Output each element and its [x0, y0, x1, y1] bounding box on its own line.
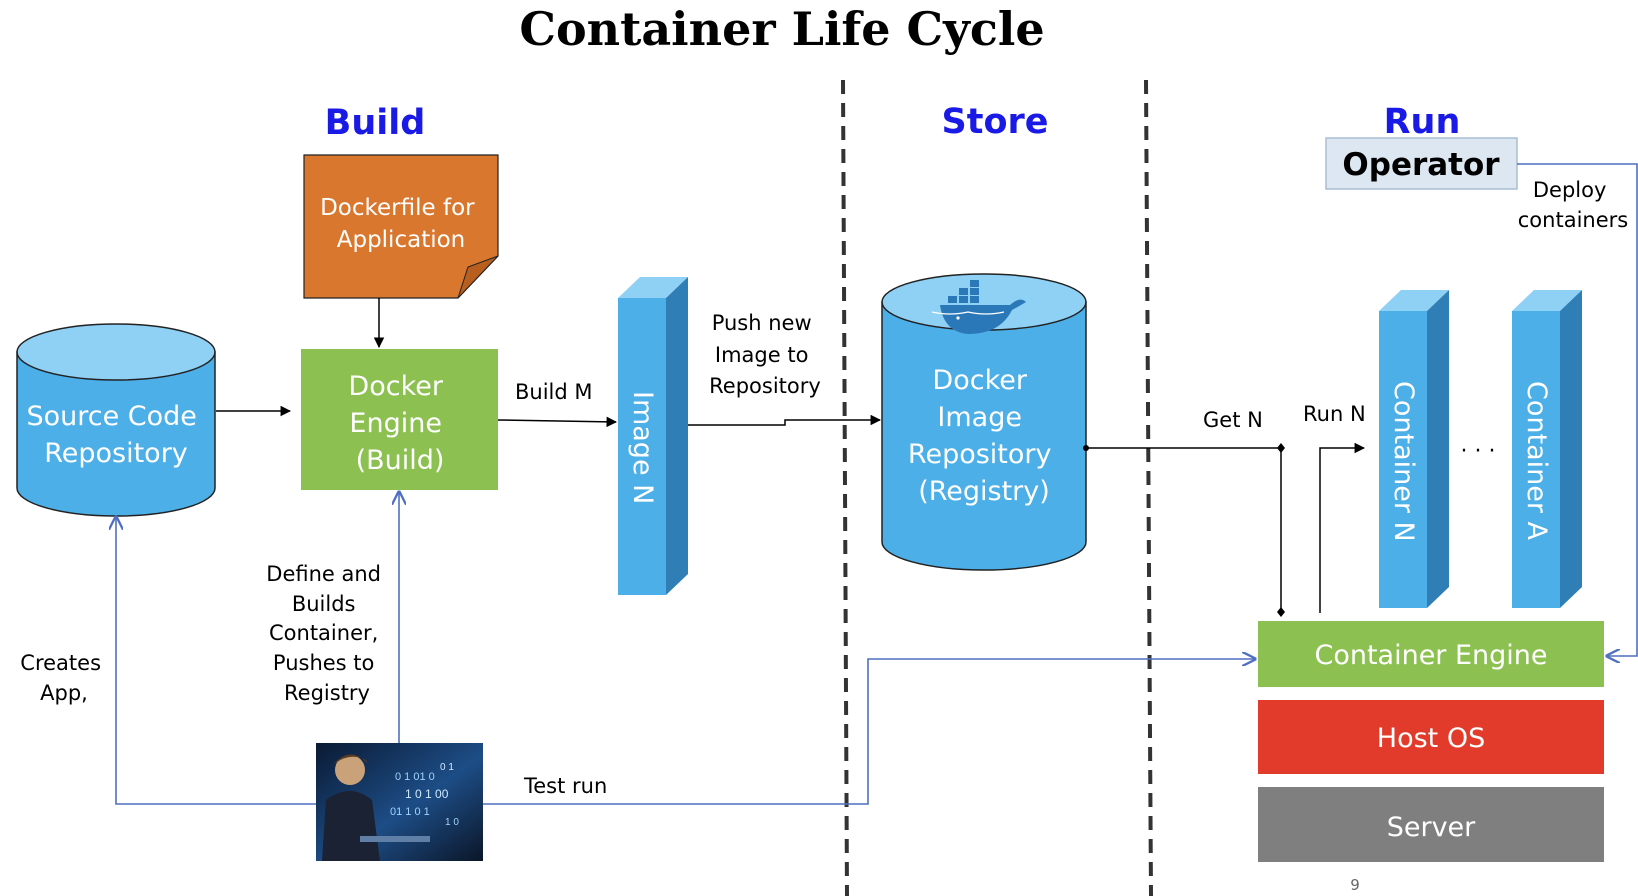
docker-image-registry: Docker Image Repository (Registry)	[881, 273, 1087, 571]
connector-get-n	[1086, 447, 1282, 614]
server-label: Server	[1387, 812, 1476, 843]
docker-engine-build: Docker Engine (Build)	[301, 349, 498, 490]
label-get-n: Get N	[1203, 408, 1263, 432]
registry-label-line4: (Registry)	[918, 476, 1050, 507]
label-run-n: Run N	[1303, 402, 1366, 426]
svg-text:Source Code Repository: Source Code Repository	[26, 401, 205, 469]
registry-label-line2: Image	[937, 402, 1022, 433]
container-a-block: Container A	[1512, 290, 1582, 608]
operator-label: Operator	[1342, 147, 1500, 183]
image-n-block: Image N	[618, 277, 688, 595]
svg-text:Dockerfile for Applicati: Dockerfile for Application	[320, 195, 482, 253]
arrow-test-run	[483, 659, 1255, 805]
svg-text:0 1 01 0: 0 1 01 0	[395, 771, 435, 783]
separator-store-run	[1144, 79, 1153, 896]
dockerfile-label-line2: Application	[337, 227, 466, 253]
svg-text:0 1: 0 1	[440, 762, 454, 773]
svg-text:Docker Image Repos: Docker Image Repository (Registry)	[908, 365, 1060, 507]
svg-text:1 0 1 00: 1 0 1 00	[405, 787, 449, 801]
page-number: 9	[1350, 876, 1360, 894]
arrow-engine-to-image	[497, 416, 618, 428]
svg-text:01 1 0 1: 01 1 0 1	[390, 806, 430, 818]
docker-engine-label-line3: (Build)	[356, 445, 445, 476]
arrow-operator-deploy	[1517, 163, 1638, 656]
dockerfile-note: Dockerfile for Application	[303, 154, 499, 299]
container-a-label: Container A	[1521, 381, 1552, 541]
svg-text:1 0: 1 0	[445, 817, 459, 828]
phase-run-label: Run	[1384, 102, 1461, 142]
image-n-label: Image N	[627, 391, 658, 504]
source-repo-label-line1: Source Code	[26, 401, 196, 432]
separator-build-store	[841, 79, 849, 896]
arrow-run-n	[1319, 442, 1366, 613]
host-os-label: Host OS	[1377, 723, 1485, 754]
container-engine-layer: Container Engine	[1258, 621, 1604, 687]
label-define-and-builds: Define and Builds Container, Pushes to R…	[266, 562, 387, 705]
arrow-image-to-registry	[688, 414, 882, 426]
arrow-dev-to-source	[116, 517, 316, 805]
label-deploy-containers: Deploy containers	[1518, 178, 1628, 232]
phase-store-label: Store	[942, 102, 1049, 142]
container-n-block: Container N	[1379, 290, 1449, 608]
operator-box: Operator	[1325, 137, 1518, 190]
page-title: Container Life Cycle	[519, 2, 1044, 56]
phase-build-label: Build	[325, 103, 426, 143]
server-layer: Server	[1258, 787, 1604, 862]
svg-text:Docker Engine (Bui: Docker Engine (Build)	[348, 371, 451, 476]
developer-photo: 0 1 01 0 1 0 1 00 01 1 0 1 0 1 1 0	[316, 743, 483, 861]
container-n-label: Container N	[1388, 381, 1419, 542]
docker-engine-label-line1: Docker	[348, 371, 443, 402]
dockerfile-label-line1: Dockerfile for	[320, 195, 475, 221]
host-os-layer: Host OS	[1258, 700, 1604, 774]
registry-label-line1: Docker	[932, 365, 1027, 396]
source-code-repository: Source Code Repository	[16, 323, 216, 517]
label-test-run: Test run	[523, 774, 607, 798]
label-build-m: Build M	[515, 380, 593, 404]
label-push-new-image: Push new Image to Repository	[709, 311, 821, 398]
container-engine-label: Container Engine	[1314, 640, 1547, 671]
docker-whale-icon	[931, 280, 1026, 334]
docker-engine-label-line2: Engine	[349, 408, 442, 439]
registry-label-line3: Repository	[908, 439, 1052, 470]
source-repo-label-line2: Repository	[44, 438, 188, 469]
label-creates-app: Creates App,	[20, 651, 107, 705]
containers-ellipsis: · · ·	[1461, 439, 1496, 464]
